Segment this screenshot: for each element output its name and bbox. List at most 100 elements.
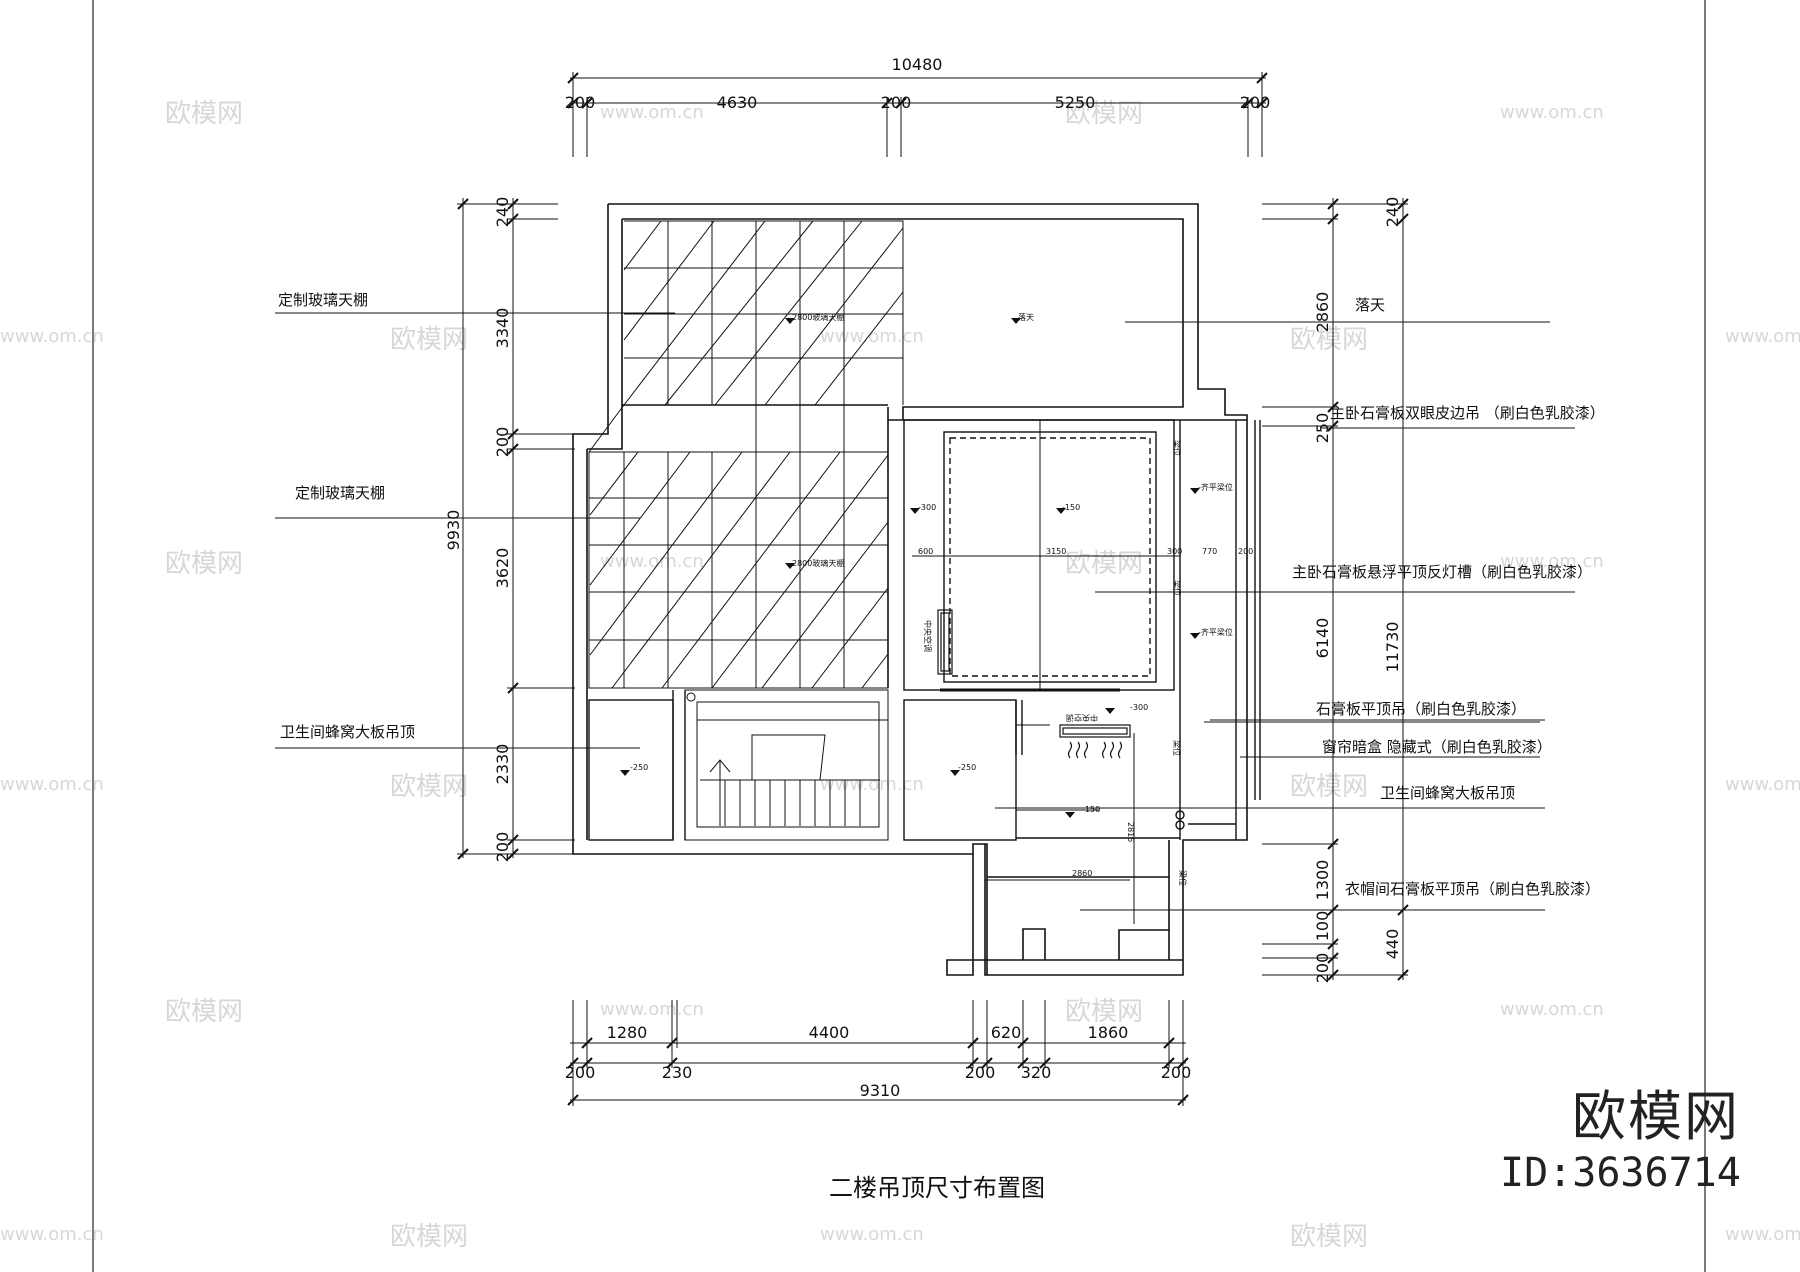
mark-dim-2815: 2815 <box>1126 822 1135 842</box>
callouts-left: 定制玻璃天棚 定制玻璃天棚 卫生间蜂窝大板吊顶 <box>278 291 415 741</box>
dim-top-part: 5250 <box>1055 93 1096 112</box>
dim-right-inner: 200 <box>1313 953 1332 984</box>
top-dimension-text: 10480 200 4630 200 5250 200 <box>565 55 1271 112</box>
watermark-url: www.om.cn <box>820 1224 924 1245</box>
dim-bottom-lower: 320 <box>1021 1063 1052 1082</box>
mark-beam: 梁位 <box>1172 740 1182 756</box>
callout-leaders <box>275 312 1575 911</box>
watermark-url: www.om.cn <box>1500 102 1604 123</box>
dim-right-inner: 1300 <box>1313 860 1332 901</box>
watermark-text: 欧模网 <box>1065 549 1143 579</box>
mark-ac-left: 中央空调 <box>923 620 933 652</box>
watermark-url: www.om.cn <box>0 1224 104 1245</box>
watermark-url: www.om.cn <box>1725 1224 1800 1245</box>
mark-ac-right: 中央空调 <box>1066 713 1098 723</box>
mark-open-sky: 落天 <box>1018 312 1034 322</box>
watermark-url: www.om.cn <box>1725 774 1800 795</box>
dim-left-part: 3620 <box>493 548 512 589</box>
watermark-url: www.om.cn <box>820 774 924 795</box>
bathroom-right <box>903 699 1023 841</box>
dim-right-inner: 2860 <box>1313 292 1332 333</box>
callouts-right: 落天 主卧石膏板双眼皮边吊 （刷白色乳胶漆） 主卧石膏板悬浮平顶反灯槽（刷白色乳… <box>1292 296 1605 898</box>
mark-dim-2860: 2860 <box>1072 869 1092 878</box>
dim-top-total: 10480 <box>892 55 943 74</box>
callout-glass-ceiling: 定制玻璃天棚 <box>295 484 385 502</box>
watermark-text: 欧模网 <box>1290 1222 1368 1252</box>
dim-right-outer: 440 <box>1383 929 1402 960</box>
mark-glass-top: 2800玻璃天棚 <box>792 312 844 322</box>
mark-dim-3150: 3150 <box>1046 547 1066 556</box>
dim-top-part: 200 <box>881 93 912 112</box>
callout-bathroom-ceiling-right: 卫生间蜂窝大板吊顶 <box>1380 784 1515 802</box>
dim-bottom-lower: 230 <box>662 1063 693 1082</box>
dim-left-part: 3340 <box>493 308 512 349</box>
watermark-text: 欧模网 <box>165 549 243 579</box>
dim-bottom-lower: 200 <box>565 1063 596 1082</box>
dim-left-part: 200 <box>493 427 512 458</box>
watermark-url: www.om.cn <box>1725 326 1800 347</box>
watermark-text: 欧模网 <box>1065 997 1143 1027</box>
mark-minus-300b: -300 <box>1130 703 1148 712</box>
dim-top-part: 200 <box>565 93 596 112</box>
stairwell <box>684 689 889 841</box>
bottom-dimension-lines <box>567 1000 1189 1106</box>
ac-units <box>937 609 1131 759</box>
callout-glass-ceiling: 定制玻璃天棚 <box>278 291 368 309</box>
dim-bottom-total: 9310 <box>860 1081 901 1100</box>
mark-dim-300: 300 <box>1167 547 1182 556</box>
mark-dim-200: 200 <box>1238 547 1253 556</box>
dim-left-part: 240 <box>493 197 512 228</box>
dim-bottom-lower: 200 <box>965 1063 996 1082</box>
callout-master-double-edge: 主卧石膏板双眼皮边吊 （刷白色乳胶漆） <box>1330 404 1605 422</box>
drawing-title: 二楼吊顶尺寸布置图 <box>829 1174 1045 1202</box>
brand-stamp: 欧模网 ID:3636714 <box>1500 1085 1741 1197</box>
right-dimension-lines <box>1165 198 1409 981</box>
watermark-url: www.om.cn <box>0 774 104 795</box>
watermark-text: 欧模网 <box>1065 99 1143 129</box>
mark-minus-300: -300 <box>918 503 936 512</box>
mark-beam: 梁位 <box>1172 440 1182 456</box>
mark-flush-beam: -齐平梁位 <box>1198 627 1233 637</box>
watermark-text: 欧模网 <box>165 99 243 129</box>
mark-minus-150b: -150 <box>1082 805 1100 814</box>
floor-plan-walls <box>572 203 1248 976</box>
mark-bath-left: -250 <box>630 763 648 772</box>
watermark-url-layer: www.om.cn www.om.cn www.om.cn www.om.cn … <box>0 102 1800 1245</box>
glass-ceiling-grid <box>588 220 904 689</box>
dim-right-outer: 11730 <box>1383 622 1402 673</box>
dim-bottom-upper: 1860 <box>1088 1023 1129 1042</box>
watermark-url: www.om.cn <box>0 326 104 347</box>
brand-name: 欧模网 <box>1572 1085 1740 1148</box>
left-dimension-text: 9930 240 3340 200 3620 2330 200 <box>444 197 512 863</box>
watermark-text: 欧模网 <box>390 772 468 802</box>
mark-flush-beam: -齐平梁位 <box>1198 482 1233 492</box>
watermark-text: 欧模网 <box>390 1222 468 1252</box>
callout-gypsum-flat: 石膏板平顶吊（刷白色乳胶漆） <box>1316 700 1526 718</box>
callout-curtain-box: 窗帘暗盒 隐藏式（刷白色乳胶漆） <box>1322 738 1552 756</box>
dim-left-total: 9930 <box>444 510 463 551</box>
watermark-url: www.om.cn <box>600 999 704 1020</box>
dimension-guides <box>912 420 1540 924</box>
brand-id: ID:3636714 <box>1500 1150 1741 1196</box>
mark-dim-770: 770 <box>1202 547 1217 556</box>
callout-bathroom-ceiling: 卫生间蜂窝大板吊顶 <box>280 723 415 741</box>
watermark-text: 欧模网 <box>390 325 468 355</box>
dim-left-part: 200 <box>493 832 512 863</box>
watermark-url: www.om.cn <box>820 326 924 347</box>
level-markers <box>620 318 1200 818</box>
mark-glass-mid: 2800玻璃天棚 <box>792 558 844 568</box>
bottom-dimension-text: 1280 4400 620 1860 200 230 200 320 200 9… <box>565 1023 1192 1100</box>
callout-cloakroom-ceiling: 衣帽间石膏板平顶吊（刷白色乳胶漆） <box>1345 880 1600 898</box>
mark-beam: 梁位 <box>1178 870 1188 886</box>
watermark-text: 欧模网 <box>165 997 243 1027</box>
watermark-url: www.om.cn <box>1500 551 1604 572</box>
right-dimension-text: 2860 250 6140 1300 100 200 240 11730 440 <box>1313 197 1402 984</box>
dim-bottom-upper: 4400 <box>809 1023 850 1042</box>
watermark-layer: 欧模网 欧模网 欧模网 欧模网 欧模网 欧模网 欧模网 欧模网 欧模网 欧模网 … <box>165 99 1368 1252</box>
watermark-text: 欧模网 <box>1290 772 1368 802</box>
dim-top-part: 4630 <box>717 93 758 112</box>
dim-bottom-lower: 200 <box>1161 1063 1192 1082</box>
dim-top-part: 200 <box>1240 93 1271 112</box>
glass-ceiling-hatch <box>588 220 904 689</box>
